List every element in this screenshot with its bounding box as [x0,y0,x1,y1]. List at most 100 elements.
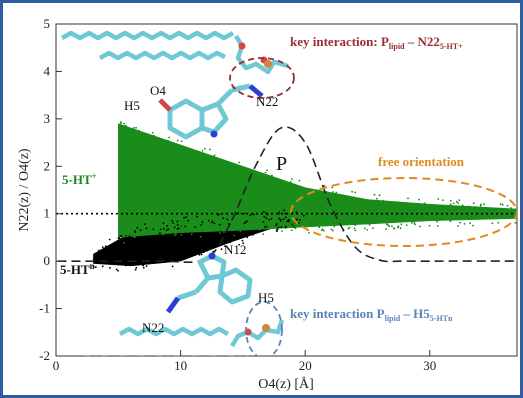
scatter-speckle [335,219,338,222]
scatter-speckle [117,269,119,272]
scatter-speckle [399,227,402,230]
y-axis-label: N22(z) / O4(z) [17,148,32,232]
side-chain-bottom-c [165,296,181,314]
scatter-speckle [199,152,202,154]
scatter-speckle [98,249,100,252]
scatter-speckle [187,219,189,222]
scatter-speckle [459,216,461,219]
scatter-speckle [436,220,439,223]
scatter-speckle [457,206,460,209]
scatter-speckle [449,220,452,223]
scatter-speckle [271,174,273,177]
scatter-speckle [498,210,501,213]
scatter-speckle [241,239,244,242]
scatter-speckle [483,216,485,219]
scatter-speckle [424,216,427,219]
scatter-speckle [461,207,464,210]
scatter-speckle [150,139,152,142]
scatter-speckle [407,197,409,200]
scatter-speckle [162,222,165,224]
serotonin-molecules [158,83,264,314]
scatter-speckle [176,220,179,223]
scatter-speckle [423,202,426,205]
scatter-speckle [492,209,495,212]
scatter-speckle [513,208,516,211]
scatter-speckle [173,234,176,237]
scatter-speckle [388,225,391,228]
scatter-speckle [262,226,264,229]
scatter-speckle [425,219,428,221]
scatter-speckle [136,229,139,232]
scatter-speckle [405,224,408,227]
x-tick-label: 0 [53,358,60,373]
lipid-phosphate-bottom [262,324,270,332]
scatter-speckle [201,249,204,252]
scatter-speckle [339,195,342,198]
scatter-speckle [472,216,474,219]
scatter-speckle [226,218,229,221]
scatter-speckle [333,225,336,228]
scatter-speckle [503,214,506,216]
scatter-speckle [281,181,284,184]
scatter-speckle [409,205,412,208]
scatter-speckle [175,233,177,236]
scatter-speckle [108,238,111,241]
scatter-speckle [501,203,504,206]
scatter-speckle [431,214,434,217]
scatter-speckle [452,209,455,212]
scatter-speckle [157,140,160,142]
scatter-speckle [179,147,182,150]
key-interaction-top-label: key interaction: Plipid – N225-HT+ [290,34,463,51]
scatter-speckle [413,222,416,224]
scatter-speckle [354,229,357,232]
scatter-speckle [238,161,241,164]
scatter-speckle [146,262,149,265]
indole-ring-top-5 [199,101,229,135]
scatter-speckle [262,233,264,236]
scatter-speckle [134,263,137,266]
legend-5htn: 5-HTn [60,261,95,277]
scatter-speckle [364,199,367,202]
scatter-speckle [491,216,494,219]
scatter-speckle [268,218,270,221]
scatter-speckle [179,225,182,228]
scatter-speckle [464,207,467,210]
scatter-speckle [184,225,187,228]
scatter-speckle [134,236,136,239]
scatter-speckle [235,228,238,231]
scatter-speckle [165,259,167,261]
scatter-speckle [410,219,413,222]
scatter-speckle [468,213,471,216]
scatter-speckle [472,202,475,205]
scatter-speckle [298,221,300,224]
scatter-speckle [243,171,246,173]
scatter-speckle [92,265,95,268]
scatter-speckle [203,147,206,150]
scatter-speckle [318,226,321,229]
scatter-speckle [211,220,214,223]
scatter-speckle [117,237,120,240]
scatter-speckle [490,214,493,217]
scatter-speckle [481,215,483,218]
scatter-speckle [283,209,285,212]
scatter-speckle [289,181,292,183]
scatter-speckle [180,140,183,143]
scatter-speckle [491,222,494,225]
side-chain-top-c [248,84,264,98]
scatter-speckle [435,215,438,217]
scatter-speckle [365,218,368,220]
scatter-speckle [458,199,461,202]
scatter-speckle [233,237,236,240]
scatter-speckle [280,226,283,229]
scatter-speckle [264,225,267,228]
scatter-speckle [353,227,356,230]
scatter-speckle [194,226,197,229]
scatter-speckle [243,222,246,225]
scatter-speckle [444,215,447,217]
scatter-speckle [225,245,228,248]
scatter-speckle [92,258,95,261]
scatter-speckle [382,199,385,202]
scatter-speckle [460,210,463,213]
scatter-speckle [506,204,509,207]
